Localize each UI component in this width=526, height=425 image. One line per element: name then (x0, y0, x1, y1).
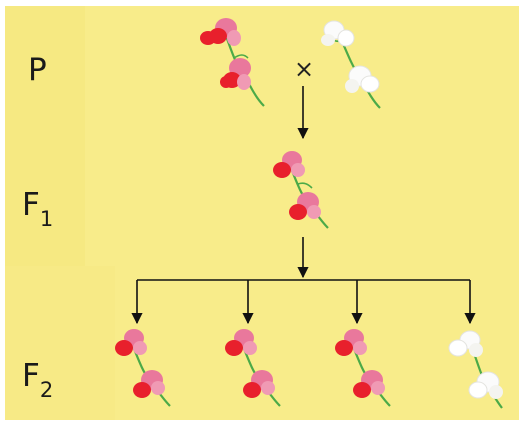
red-pink-flower-icon (273, 151, 329, 229)
red-pink-flower-icon (115, 329, 171, 407)
red-pink-flower-icon (225, 329, 281, 407)
generation-letter-f2: F (22, 358, 40, 394)
generation-sub-f1: 1 (39, 207, 54, 232)
white-flower-icon (321, 20, 381, 109)
cross-symbol: × (294, 55, 315, 83)
white-flower-icon (448, 330, 503, 409)
generation-label-p: P (28, 55, 47, 86)
generation-sub-f2: 2 (39, 378, 54, 403)
red-pink-flower-icon (335, 329, 391, 407)
red-pink-flower-icon (200, 18, 265, 107)
generation-letter-p: P (28, 52, 47, 88)
generation-letter-f1: F (22, 187, 40, 223)
generation-label-f2: F2 (22, 358, 53, 401)
generation-label-f1: F1 (22, 187, 53, 230)
